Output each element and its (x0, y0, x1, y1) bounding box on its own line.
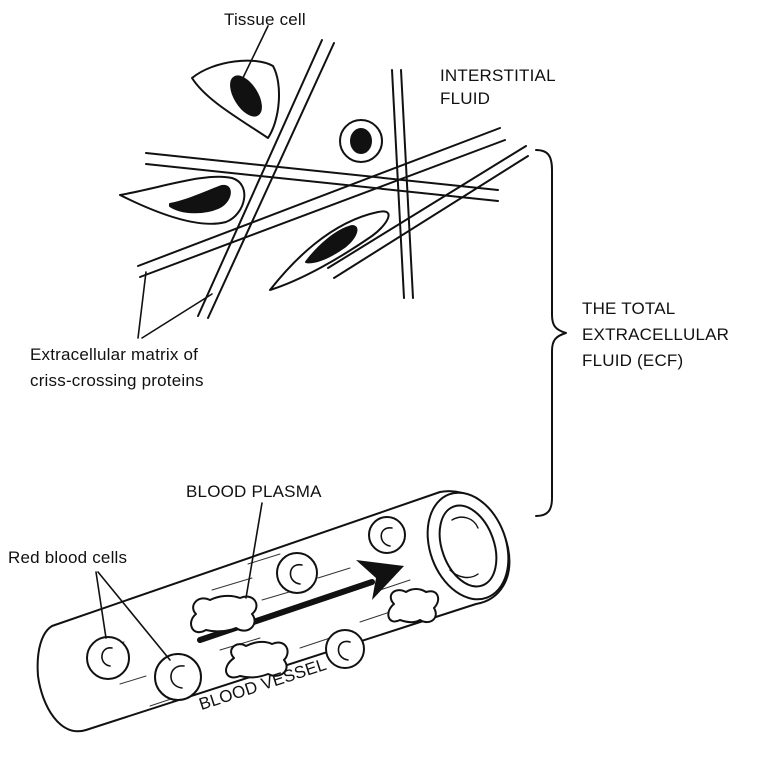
interstitial-fluid-line-1: INTERSTITIAL (440, 64, 556, 87)
red-blood-cells-label: Red blood cells (8, 546, 127, 569)
ecf-line-1: THE TOTAL (582, 296, 729, 322)
tissue-cell-text: Tissue cell (224, 8, 306, 31)
blood-plasma-text: BLOOD PLASMA (186, 480, 322, 503)
matrix-line-2: criss-crossing proteins (30, 368, 204, 394)
blood-vessel (38, 481, 523, 731)
red-blood-cells-text: Red blood cells (8, 546, 127, 569)
ecf-brace (536, 150, 566, 516)
ecf-label: THE TOTAL EXTRACELLULAR FLUID (ECF) (582, 296, 729, 374)
tissue-cell-label: Tissue cell (224, 8, 306, 31)
matrix-label: Extracellular matrix of criss-crossing p… (30, 342, 204, 394)
ecf-line-3: FLUID (ECF) (582, 348, 729, 374)
blood-plasma-label: BLOOD PLASMA (186, 480, 322, 503)
interstitial-fluid-line-2: FLUID (440, 87, 556, 110)
interstitial-fluid-label: INTERSTITIAL FLUID (440, 64, 556, 110)
matrix-line-1: Extracellular matrix of (30, 342, 204, 368)
ecf-line-2: EXTRACELLULAR (582, 322, 729, 348)
